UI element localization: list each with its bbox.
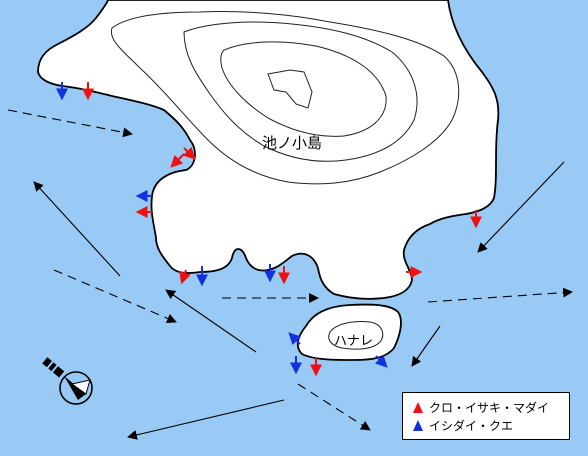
legend-blue-label: イシダイ・クエ [429, 418, 514, 433]
current-arrow-dashed [7, 109, 133, 138]
blue-triangle-icon [413, 419, 423, 431]
main-island-label: 池ノ小島 [262, 134, 322, 152]
legend-red-label: クロ・イサキ・マダイ [429, 400, 550, 415]
map-legend: クロ・イサキ・マダイ イシダイ・クエ [402, 392, 570, 440]
current-arrow-dashed [427, 287, 573, 303]
current-arrow-solid [411, 325, 441, 367]
spot-red-arrow [179, 269, 191, 285]
islet-contour [328, 321, 384, 350]
contour-line-outer [110, 10, 460, 185]
islet-label: ハナレ [334, 334, 373, 349]
current-arrow-dashed [53, 269, 177, 324]
legend-row-red: クロ・イサキ・マダイ [413, 399, 549, 415]
legend-row-blue: イシダイ・クエ [413, 417, 513, 433]
spot-red-arrow [170, 153, 185, 168]
current-arrow-dashed [297, 383, 371, 431]
islet [296, 303, 402, 361]
spot-blue-arrow [374, 354, 388, 368]
current-arrow-solid [127, 399, 285, 440]
contour-line-2 [183, 21, 418, 162]
compass-rose-icon [42, 357, 93, 405]
spot-blue-arrow [288, 332, 302, 346]
current-arrow-solid [33, 181, 121, 277]
contour-line-3 [220, 41, 387, 137]
current-arrow-solid [165, 289, 257, 353]
spot-red-arrow [182, 146, 196, 160]
current-arrow-solid [477, 161, 565, 253]
contour-summit [267, 69, 313, 109]
red-triangle-icon [413, 401, 423, 413]
